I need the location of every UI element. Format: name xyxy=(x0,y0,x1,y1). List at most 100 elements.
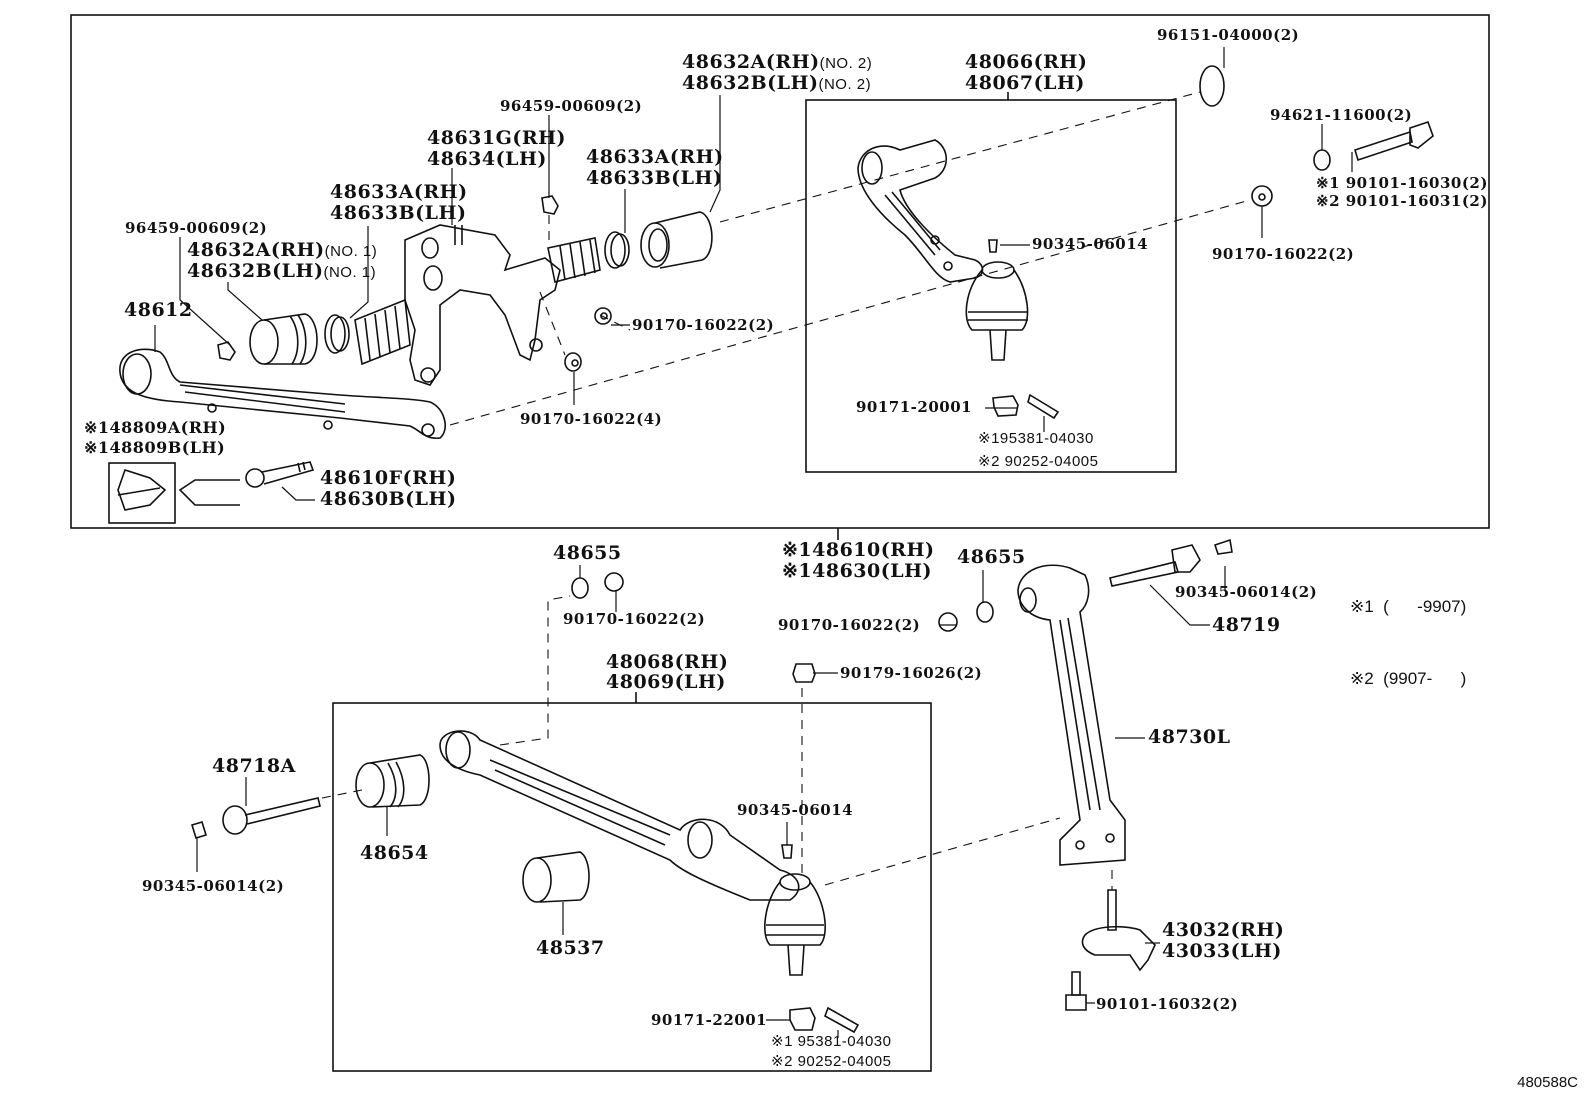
label-43032: 43032(RH) xyxy=(1162,919,1285,941)
nut-90170-b xyxy=(564,352,582,372)
label-48730l: 48730L xyxy=(1148,726,1231,748)
label-48067: 48067(LH) xyxy=(965,72,1085,94)
label-48809b: ※148809B(LH) xyxy=(84,438,226,457)
castle-nut-lower xyxy=(789,1007,816,1031)
bolt-90345-lower xyxy=(781,844,793,859)
label-48632a-no1: 48632A(RH)(NO. 1) xyxy=(187,240,377,262)
label-48718a: 48718A xyxy=(212,755,296,777)
ball-joint-upper xyxy=(965,261,1029,361)
label-90170-16022-right: 90170-16022(2) xyxy=(1212,245,1355,263)
bolt-48719 xyxy=(1109,544,1201,587)
bolt-90345-right xyxy=(1213,538,1233,555)
upper-arm-box xyxy=(805,99,1177,473)
snap-ring-96151 xyxy=(1199,65,1225,107)
label-48719: 48719 xyxy=(1212,614,1281,636)
bolt-48610f xyxy=(245,461,315,488)
label-90345-06014-upper: 90345-06014 xyxy=(1032,235,1149,253)
label-90170-16022-4: 90170-16022(4) xyxy=(520,410,663,428)
legend-range: ( -9907) xyxy=(1383,597,1467,616)
label-90345-06014-right: 90345-06014(2) xyxy=(1175,583,1318,601)
label-48655-right: 48655 xyxy=(957,546,1026,568)
knuckle-arm-43032 xyxy=(1081,889,1156,972)
label-48633b-right: 48633B(LH) xyxy=(586,167,723,189)
part-note: (NO. 1) xyxy=(323,264,377,281)
nut-90170-right xyxy=(1251,185,1273,207)
legend-row: ※2 (9907- ) xyxy=(1350,667,1466,691)
label-96459-00609-left: 96459-00609(2) xyxy=(125,219,268,237)
label-90101-16032: 90101-16032(2) xyxy=(1096,995,1239,1013)
label-48610: ※148610(RH) xyxy=(782,539,935,561)
part-number: 48632A(RH) xyxy=(682,51,820,73)
label-48612: 48612 xyxy=(124,299,193,321)
label-90252-04005-upper: ※2 90252-04005 xyxy=(978,453,1099,470)
label-48633b-left: 48633B(LH) xyxy=(330,202,467,224)
label-48068: 48068(RH) xyxy=(606,651,729,673)
label-90170-16022-2: 90170-16022(2) xyxy=(632,316,775,334)
arm-48612 xyxy=(119,348,446,440)
label-48633a-right: 48633A(RH) xyxy=(586,146,724,168)
label-48633a-left: 48633A(RH) xyxy=(330,181,468,203)
cotter-pin-lower xyxy=(824,1006,860,1034)
bolt-90101-16032 xyxy=(1065,971,1087,1011)
label-90170-16022-lower-mid: 90170-16022(2) xyxy=(778,616,921,634)
ball-joint-lower xyxy=(764,873,826,976)
label-96151-04000: 96151-04000(2) xyxy=(1157,26,1300,44)
boot-right xyxy=(547,237,601,283)
label-95381-04030-lower: ※1 95381-04030 xyxy=(771,1033,892,1050)
part-number: 48632A(RH) xyxy=(187,239,325,261)
label-90101-16031: ※2 90101-16031(2) xyxy=(1316,192,1488,210)
label-90101-16030: ※1 90101-16030(2) xyxy=(1316,174,1488,192)
washer-94621 xyxy=(1313,149,1331,171)
label-90170-16022-lower-left: 90170-16022(2) xyxy=(563,610,706,628)
washer-48655-right xyxy=(976,601,994,623)
lower-arm-48068 xyxy=(439,730,800,901)
detail-inset-box xyxy=(108,462,176,524)
label-48537: 48537 xyxy=(536,937,605,959)
upper-arm-48066 xyxy=(857,139,984,283)
lower-arm-box xyxy=(332,702,932,1072)
date-range-legend: ※1 ( -9907) ※2 (9907- ) xyxy=(1350,547,1466,715)
label-96459-00609-mid: 96459-00609(2) xyxy=(500,97,643,115)
cotter-pin-upper xyxy=(1027,393,1060,420)
label-90179-16026: 90179-16026(2) xyxy=(840,664,983,682)
part-number: 48632B(LH) xyxy=(187,260,324,282)
label-95381-04030-upper: ※195381-04030 xyxy=(978,430,1094,447)
bushing-48632-no1 xyxy=(249,313,318,365)
inset-48809 xyxy=(117,469,167,511)
label-48632b-no2: 48632B(LH)(NO. 2) xyxy=(682,73,871,95)
label-48069: 48069(LH) xyxy=(606,671,726,693)
bushing-48632-no2 xyxy=(640,211,713,269)
bolt-48718a xyxy=(222,797,321,835)
washer-48655-left xyxy=(571,577,589,599)
label-48610f: 48610F(RH) xyxy=(320,467,457,489)
part-number: 48632B(LH) xyxy=(682,72,819,94)
legend-mark: ※2 xyxy=(1350,669,1374,688)
part-note: (NO. 2) xyxy=(819,55,873,72)
bushing-48537 xyxy=(522,851,590,903)
bushing-48654 xyxy=(355,754,430,808)
label-48630: ※148630(LH) xyxy=(782,560,933,582)
bolt-90101-16030 xyxy=(1354,120,1434,162)
label-90171-20001: 90171-20001 xyxy=(856,398,973,416)
ring-48633-left xyxy=(324,314,350,354)
castle-nut-upper xyxy=(992,395,1019,417)
grease-fitting-left xyxy=(217,341,236,361)
label-90171-22001: 90171-22001 xyxy=(651,1011,768,1029)
nut-90179 xyxy=(792,663,816,683)
legend-row: ※1 ( -9907) xyxy=(1350,595,1466,619)
label-48631g: 48631G(RH) xyxy=(427,127,567,149)
label-48634: 48634(LH) xyxy=(427,148,547,170)
label-48066: 48066(RH) xyxy=(965,51,1088,73)
label-43033: 43033(LH) xyxy=(1162,940,1282,962)
label-48630b: 48630B(LH) xyxy=(320,488,457,510)
part-note: (NO. 2) xyxy=(818,76,872,93)
label-90345-06014-lower: 90345-06014 xyxy=(737,801,854,819)
grease-fitting-mid xyxy=(541,195,559,215)
label-48809a: ※148809A(RH) xyxy=(84,418,227,437)
label-90345-06014-left: 90345-06014(2) xyxy=(142,877,285,895)
bracket-48631g xyxy=(404,224,561,386)
detail-arrow xyxy=(178,479,240,506)
legend-range: (9907- ) xyxy=(1383,669,1467,688)
label-48654: 48654 xyxy=(360,842,429,864)
